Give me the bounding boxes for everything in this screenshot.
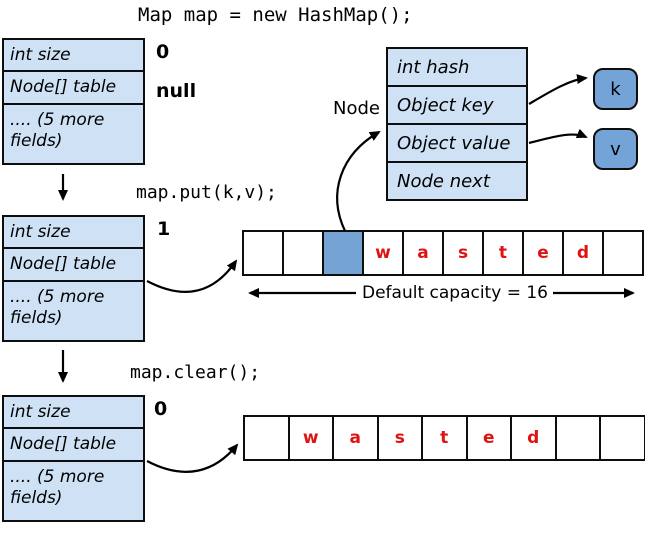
field-object-value: Object value [386, 123, 528, 163]
value-box: v [593, 128, 638, 170]
field-object-key: Object key [386, 85, 528, 125]
array-cell: s [442, 230, 484, 276]
size-value-initial: 0 [156, 41, 170, 63]
capacity-label: Default capacity = 16 [362, 283, 548, 303]
field-node-table: Node[] table [2, 427, 145, 462]
array-cell [282, 230, 324, 276]
code-put-label: map.put(k,v); [136, 182, 277, 203]
table-value-initial: null [156, 80, 197, 102]
title-code: Map map = new HashMap(); [138, 4, 413, 26]
node-label: Node [333, 98, 380, 119]
field-int-hash: int hash [386, 47, 528, 87]
field-more-fields: .... (5 more fields) [2, 279, 145, 342]
array-cell [554, 415, 601, 461]
array-cell: d [510, 415, 557, 461]
field-node-table: Node[] table [2, 247, 145, 282]
array-cell: a [332, 415, 379, 461]
occupied-cell [322, 230, 364, 276]
field-int-size: int size [2, 215, 145, 250]
array-cell: d [562, 230, 604, 276]
bucket-array-after-put: w a s t e d [242, 230, 644, 276]
array-cell: e [465, 415, 512, 461]
node-struct: int hash Object key Object value Node ne… [386, 47, 528, 201]
field-node-next: Node next [386, 161, 528, 201]
map-struct-after-put: int size Node[] table .... (5 more field… [2, 215, 145, 342]
value-arrow [528, 128, 588, 145]
bucket-array-after-clear: w a s t e d [243, 415, 645, 461]
array-cell [602, 230, 644, 276]
size-value-after-put: 1 [157, 218, 171, 240]
table-to-array2-arrow [146, 443, 239, 473]
array-cell [242, 230, 284, 276]
map-struct-initial: int size Node[] table .... (5 more field… [2, 38, 145, 165]
array-cell: t [482, 230, 524, 276]
array-cell [599, 415, 645, 461]
size-value-after-clear: 0 [154, 398, 168, 420]
array-cell: t [421, 415, 468, 461]
field-int-size: int size [2, 38, 145, 73]
cell-to-node-arrow [336, 130, 381, 232]
field-node-table: Node[] table [2, 70, 145, 105]
field-more-fields: .... (5 more fields) [2, 102, 145, 165]
key-box: k [593, 68, 638, 110]
table-to-array1-arrow [146, 259, 238, 294]
array-cell: w [287, 415, 334, 461]
code-clear-label: map.clear(); [130, 362, 261, 383]
array-cell: s [376, 415, 423, 461]
array-cell [243, 415, 290, 461]
map-struct-after-clear: int size Node[] table .... (5 more field… [2, 395, 145, 522]
array-cell: w [362, 230, 404, 276]
array-cell: e [522, 230, 564, 276]
field-more-fields: .... (5 more fields) [2, 459, 145, 522]
array-cell: a [402, 230, 444, 276]
key-arrow [528, 74, 588, 105]
field-int-size: int size [2, 395, 145, 430]
